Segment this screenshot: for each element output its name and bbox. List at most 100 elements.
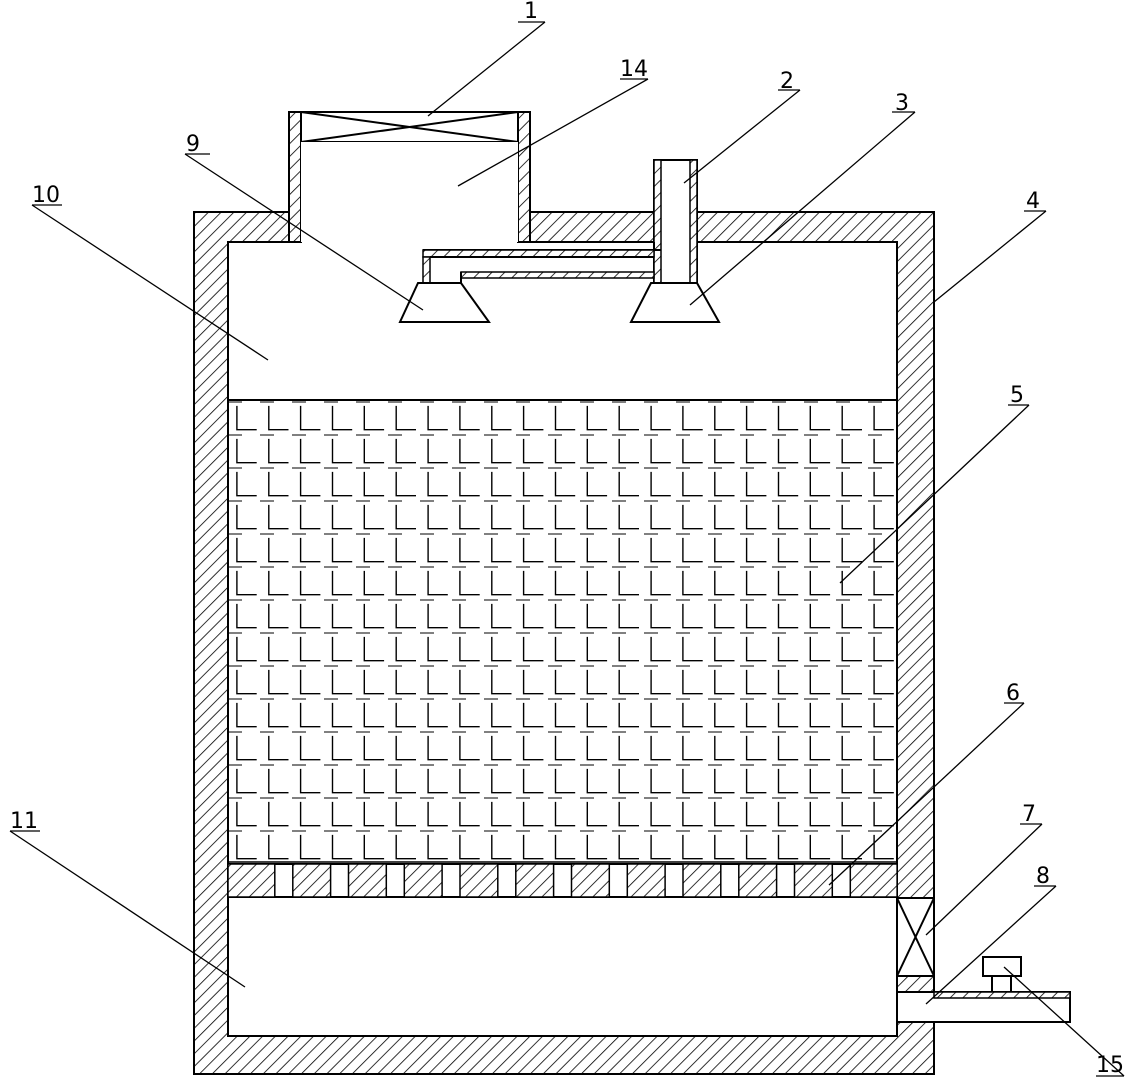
packing-cell xyxy=(650,471,671,497)
packing-cell xyxy=(841,669,862,695)
packing-cell xyxy=(586,537,608,563)
packing-cell xyxy=(299,438,321,464)
packing-cell xyxy=(395,669,416,695)
packing-cell xyxy=(682,801,703,827)
label-5: 5 xyxy=(1010,383,1024,408)
packing-cell xyxy=(682,405,703,431)
plate-segment xyxy=(227,863,276,898)
packing-cell xyxy=(554,570,576,596)
packing-cell xyxy=(363,834,385,860)
chimney-left-wall xyxy=(288,111,302,243)
packing-cell xyxy=(586,702,608,728)
packing-cell xyxy=(618,405,639,431)
packing-cell xyxy=(618,768,639,794)
packing-cell xyxy=(873,405,894,431)
packing-cell xyxy=(491,735,512,761)
packing-cell xyxy=(491,438,512,464)
packing-cell xyxy=(363,636,385,662)
packing-cell xyxy=(395,801,416,827)
packing-cell xyxy=(714,471,735,497)
packing-cell xyxy=(268,405,289,431)
packing-cell xyxy=(650,834,671,860)
packing-cell xyxy=(745,768,767,794)
plate-segment xyxy=(459,863,499,898)
packing-cell xyxy=(714,636,735,662)
plate-segment xyxy=(347,863,388,898)
packing-cell xyxy=(873,669,894,695)
packing-cell xyxy=(618,636,639,662)
packing-cell xyxy=(682,768,703,794)
packing-cell xyxy=(522,471,544,497)
packing-cell xyxy=(809,471,831,497)
packing-cell xyxy=(299,405,321,431)
packing-cell xyxy=(459,636,480,662)
packing-cell xyxy=(809,438,831,464)
packing-cell xyxy=(809,636,831,662)
packing-cell xyxy=(745,636,767,662)
packing-cell xyxy=(299,570,321,596)
packing-cell xyxy=(236,504,257,530)
packing-cell xyxy=(522,834,544,860)
packing-cell xyxy=(299,801,321,827)
packing-cell xyxy=(236,768,257,794)
packing-cell xyxy=(554,471,576,497)
packing-cell xyxy=(299,702,321,728)
packing-cell xyxy=(714,669,735,695)
packing-cell xyxy=(873,438,894,464)
packing-cell xyxy=(586,636,608,662)
packing-cell xyxy=(331,603,353,629)
packing-cell xyxy=(873,603,894,629)
packing-cell xyxy=(586,669,608,695)
packing-cell xyxy=(841,537,862,563)
packing-cell xyxy=(299,636,321,662)
packing-cell xyxy=(586,405,608,431)
packing-cell xyxy=(491,603,512,629)
label-10: 10 xyxy=(32,183,60,208)
packing-cell xyxy=(268,669,289,695)
packing-cell xyxy=(873,504,894,530)
packing-cell xyxy=(809,702,831,728)
packing-cell xyxy=(299,768,321,794)
packing-cell xyxy=(745,801,767,827)
packing-cell xyxy=(268,537,289,563)
chimney-space xyxy=(301,142,518,242)
packing-cell xyxy=(618,603,639,629)
packing-cell xyxy=(236,405,257,431)
packing-cell xyxy=(745,504,767,530)
packing-cell xyxy=(522,537,544,563)
packing-cell xyxy=(650,438,671,464)
packing-cell xyxy=(459,669,480,695)
packing-cell xyxy=(650,702,671,728)
packing-cell xyxy=(459,438,480,464)
packing-cell xyxy=(586,768,608,794)
packing-cell xyxy=(873,537,894,563)
packing-cell xyxy=(395,504,416,530)
packing-cell xyxy=(427,570,448,596)
packing-cell xyxy=(714,603,735,629)
packing-cell xyxy=(236,834,257,860)
packing-cell xyxy=(809,735,831,761)
plate-segment xyxy=(570,863,611,898)
packing-cell xyxy=(427,537,448,563)
plate-segment xyxy=(292,863,332,898)
packing-cell xyxy=(586,834,608,860)
packing-cell xyxy=(491,471,512,497)
packing-cell xyxy=(618,537,639,563)
packing-cell xyxy=(554,669,576,695)
packing-cell xyxy=(491,801,512,827)
packing-cell xyxy=(395,834,416,860)
packing-cell xyxy=(331,570,353,596)
plate-segment xyxy=(403,863,443,898)
packing-cell xyxy=(459,834,480,860)
packing-cell xyxy=(777,438,799,464)
packing-cell xyxy=(331,537,353,563)
packing-cell xyxy=(268,702,289,728)
packing-cell xyxy=(459,504,480,530)
packing-cell xyxy=(841,735,862,761)
packing-cell xyxy=(459,735,480,761)
packing-cell xyxy=(299,603,321,629)
packing-cell xyxy=(554,603,576,629)
packing-cell xyxy=(714,405,735,431)
packing-cell xyxy=(491,537,512,563)
label-15: 15 xyxy=(1096,1053,1124,1078)
